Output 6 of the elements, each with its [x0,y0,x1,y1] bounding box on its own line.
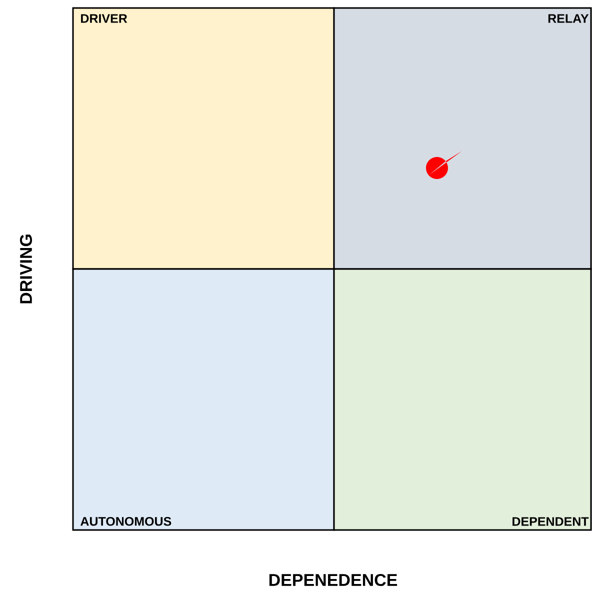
quadrant-box: DEPENDENT [333,268,592,531]
quadrant-box: DRIVER [72,7,335,270]
quadrant-box: RELAY [333,7,592,270]
quadrant-box: AUTONOMOUS [72,268,335,531]
axis-label: DRIVING [20,234,32,304]
axis-label: DEPENEDENCE [269,574,398,586]
